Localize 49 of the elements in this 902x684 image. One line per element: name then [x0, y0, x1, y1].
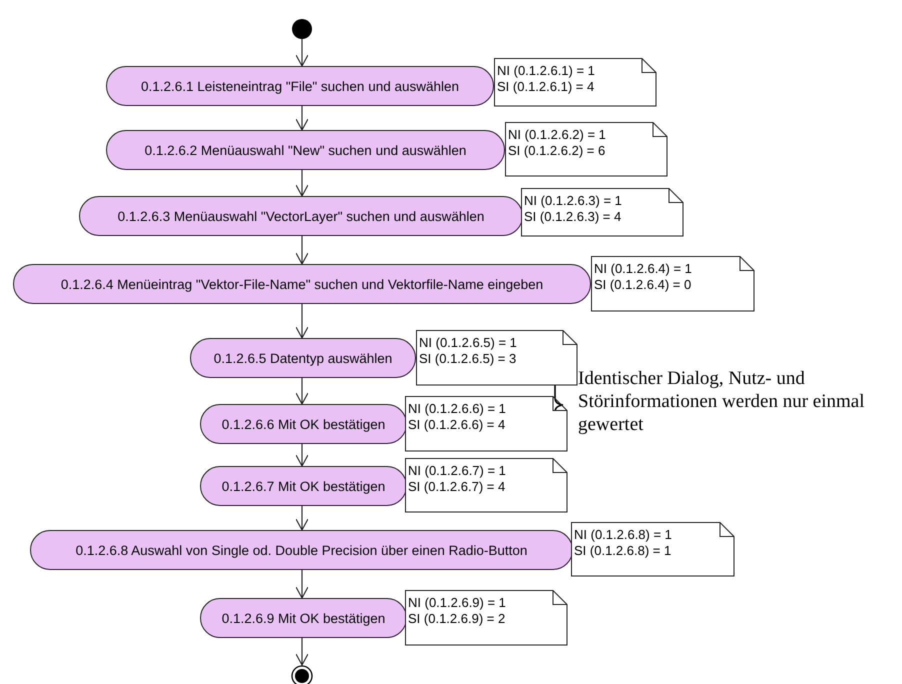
- action-node: 0.1.2.6.1 Leisteneintrag "File" suchen und auswählen: [106, 66, 494, 106]
- note-text: NI (0.1.2.6.9) = 1: [408, 595, 506, 611]
- arrow: [295, 170, 309, 197]
- initial-node: [292, 19, 312, 39]
- arrow: [295, 378, 309, 405]
- arrow: [295, 236, 309, 265]
- note-box: [591, 256, 755, 312]
- note-box: [405, 458, 568, 513]
- note-text: NI (0.1.2.6.3) = 1: [524, 193, 622, 209]
- note-text: SI (0.1.2.6.2) = 6: [508, 143, 606, 159]
- note-text: SI (0.1.2.6.7) = 4: [408, 479, 506, 495]
- note-text: NI (0.1.2.6.5) = 1: [419, 335, 517, 351]
- action-node: 0.1.2.6.7 Mit OK bestätigen: [200, 466, 407, 506]
- final-node: [291, 665, 313, 684]
- note-text: SI (0.1.2.6.8) = 1: [574, 543, 672, 559]
- note-text: NI (0.1.2.6.7) = 1: [408, 463, 506, 479]
- action-node: 0.1.2.6.9 Mit OK bestätigen: [200, 598, 407, 638]
- note-box: [416, 330, 578, 386]
- arrow: [295, 444, 309, 467]
- note-text: NI (0.1.2.6.8) = 1: [574, 527, 672, 543]
- note-text: SI (0.1.2.6.9) = 2: [408, 611, 506, 627]
- arrow: [295, 506, 309, 531]
- arrow: [295, 39, 309, 67]
- note-box: [505, 122, 668, 177]
- note-box: [405, 590, 568, 646]
- action-node: 0.1.2.6.2 Menüauswahl "New" suchen und auswählen: [106, 130, 505, 170]
- note-text: NI (0.1.2.6.6) = 1: [408, 401, 506, 417]
- note-text: NI (0.1.2.6.2) = 1: [508, 127, 606, 143]
- note-box: [521, 188, 684, 237]
- arrow: [295, 638, 309, 666]
- note-text: SI (0.1.2.6.6) = 4: [408, 417, 506, 433]
- note-text: SI (0.1.2.6.5) = 3: [419, 351, 516, 367]
- action-node: 0.1.2.6.8 Auswahl von Single od. Double Precision über einen Radio-Button: [30, 530, 573, 570]
- action-node: 0.1.2.6.6 Mit OK bestätigen: [200, 404, 407, 444]
- note-text: NI (0.1.2.6.4) = 1: [594, 261, 692, 277]
- action-node: 0.1.2.6.3 Menüauswahl "VectorLayer" suchen und auswählen: [79, 196, 523, 236]
- note-box: [405, 396, 568, 452]
- note-box: [571, 522, 735, 577]
- note-box: [494, 58, 657, 107]
- arrow: [295, 304, 309, 339]
- note-text: NI (0.1.2.6.1) = 1: [497, 63, 595, 79]
- action-node: 0.1.2.6.5 Datentyp auswählen: [190, 338, 416, 378]
- action-node: 0.1.2.6.4 Menüeintrag "Vektor-File-Name" suchen und Vektorfile-Name eingeben: [13, 264, 591, 304]
- note-text: SI (0.1.2.6.1) = 4: [497, 79, 594, 95]
- note-text: SI (0.1.2.6.3) = 4: [524, 209, 622, 225]
- arrow: [295, 106, 309, 131]
- annotation-text: Identischer Dialog, Nutz- und Störinformationen werden nur einmal gewertet: [578, 367, 866, 436]
- arrow: [295, 570, 309, 599]
- note-text: SI (0.1.2.6.4) = 0: [594, 277, 692, 293]
